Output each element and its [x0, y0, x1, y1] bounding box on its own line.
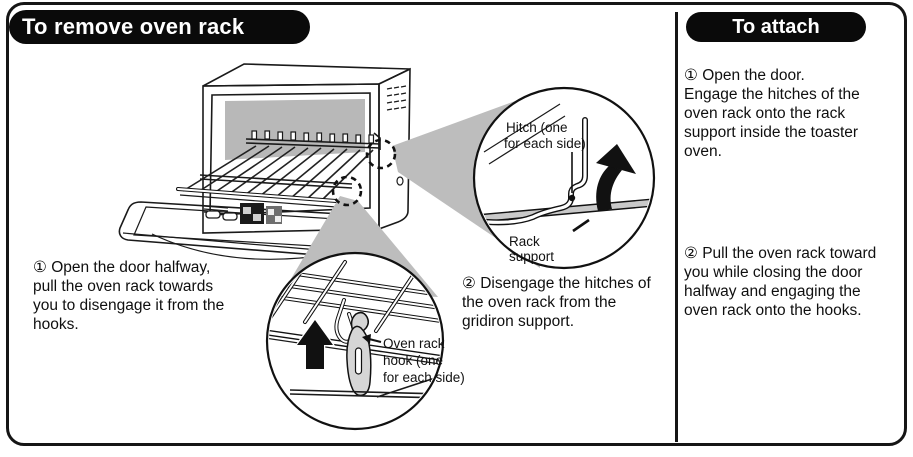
control-panel: [203, 203, 282, 224]
dashed-highlight-hook: [331, 175, 363, 207]
vent-slots: [386, 85, 407, 111]
oven-rack: [176, 130, 381, 208]
up-arrow-icon: [596, 144, 636, 211]
rack-support-pointer: [572, 218, 590, 233]
hitch-label: for each side): [504, 136, 586, 151]
remove-step2-text: ② Disengage the hitches of the oven rack…: [462, 275, 651, 330]
door-button: [222, 212, 238, 221]
attach-step2-text: ② Pull the oven rack toward you while cl…: [684, 245, 877, 319]
section-title-remove: To remove oven rack: [9, 10, 310, 44]
section-title-remove-label: To remove oven rack: [22, 14, 245, 39]
rack-support-label: support: [509, 249, 554, 264]
oven-body: [202, 63, 411, 245]
attach-step1-text: ① Open the door. Engage the hitches of t…: [684, 66, 876, 161]
remove-step1-text: ① Open the door halfway, pull the oven r…: [33, 259, 225, 333]
side-screw: [396, 176, 404, 186]
hook-label-pointer: [362, 334, 382, 344]
oven-rack-hook: [346, 311, 372, 397]
attach-step1-intro: ① Open the door.: [684, 67, 805, 84]
hitch-point-marker: [568, 194, 576, 202]
section-divider: [675, 12, 678, 442]
attach-step1-body: Engage the hitches of the oven rack onto…: [684, 86, 860, 160]
rack-support-label: Rack: [509, 234, 540, 249]
door-button: [205, 210, 221, 219]
dashed-highlight-hitch: [365, 138, 397, 170]
oven-rack-hook-label: for each side): [383, 370, 465, 385]
oven-rack-hook-label: Oven rack: [383, 336, 445, 351]
page-border: [6, 2, 907, 446]
rack-right-hitch: [373, 132, 381, 150]
rack-rear-hooks: [251, 130, 375, 144]
hitch-callout-circle: Hitch (one for each side) Rack support: [472, 86, 656, 270]
section-title-attach: To attach: [686, 12, 866, 42]
hook-callout-circle: Oven rack hook (one for each side): [265, 251, 465, 431]
oven-rack-hook-label: hook (one: [383, 353, 443, 368]
hitch-label: Hitch (one: [506, 120, 568, 135]
section-title-attach-label: To attach: [732, 15, 820, 38]
up-arrow-icon: [294, 317, 336, 371]
